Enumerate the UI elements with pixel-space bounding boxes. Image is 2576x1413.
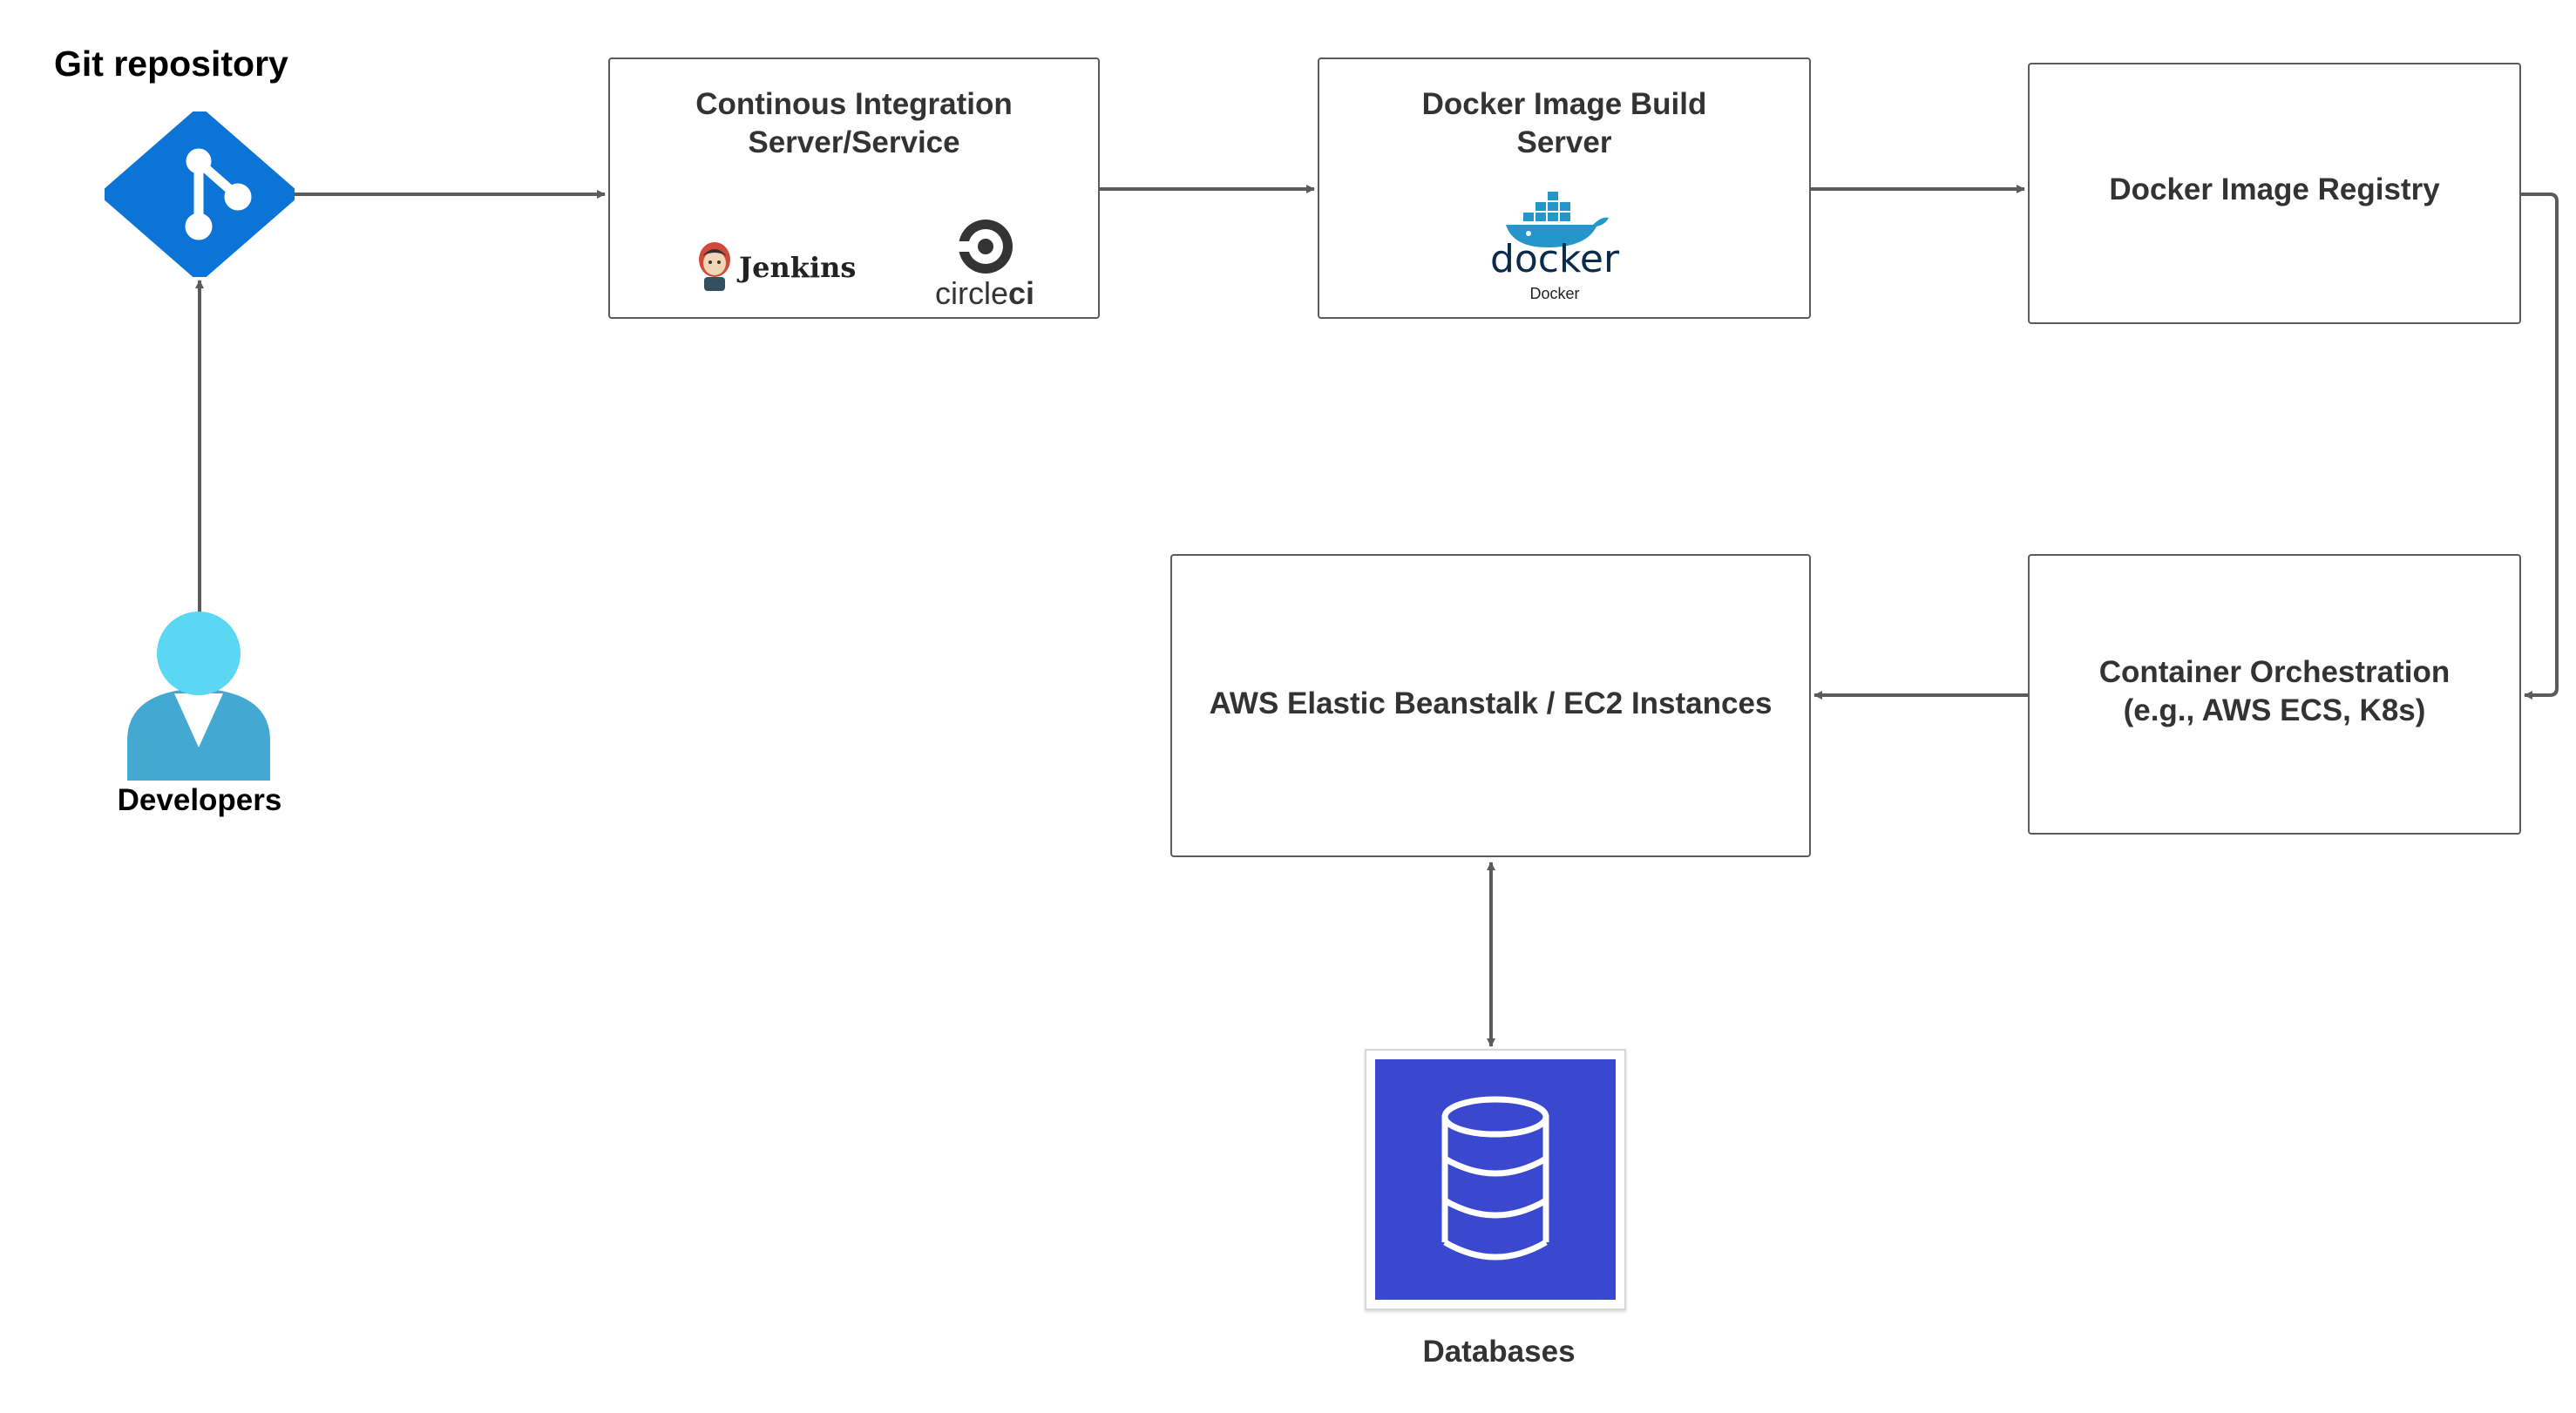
aws-beanstalk-box[interactable]: AWS Elastic Beanstalk / EC2 Instances — [1170, 554, 1811, 857]
database-icon — [1441, 1096, 1549, 1261]
circleci-label-bold: ci — [1007, 275, 1035, 311]
jenkins-icon — [699, 242, 730, 291]
docker-registry-box[interactable]: Docker Image Registry — [2028, 63, 2521, 324]
docker-wordmark: docker — [1489, 237, 1620, 281]
git-repository-title: Git repository — [54, 44, 288, 84]
circleci-label-light: circle — [934, 275, 1008, 311]
git-icon[interactable] — [100, 107, 299, 281]
jenkins-logo: Jenkins — [695, 240, 870, 294]
user-icon — [124, 610, 274, 781]
developers-label: Developers — [117, 783, 282, 817]
databases-label: Databases — [1422, 1335, 1576, 1369]
docker-build-title: Docker Image Build Server — [1421, 87, 1707, 159]
container-orchestration-title: Container Orchestration (e.g., AWS ECS, … — [2098, 655, 2451, 727]
ci-server-box[interactable]: Continous Integration Server/Service Jen… — [608, 57, 1100, 319]
docker-whale-icon — [1506, 192, 1609, 247]
edge-registry-to-orchestration — [2521, 193, 2559, 700]
circleci-icon — [955, 220, 1013, 274]
aws-beanstalk-title: AWS Elastic Beanstalk / EC2 Instances — [1209, 686, 1773, 720]
docker-registry-title: Docker Image Registry — [2109, 172, 2440, 206]
jenkins-label: Jenkins — [739, 251, 857, 284]
container-orchestration-box[interactable]: Container Orchestration (e.g., AWS ECS, … — [2028, 554, 2521, 835]
database-tile[interactable] — [1365, 1049, 1626, 1310]
ci-server-title: Continous Integration Server/Service — [695, 87, 1013, 159]
circleci-logo: circleci — [906, 216, 1063, 311]
docker-caption: Docker — [1529, 285, 1580, 302]
docker-build-box[interactable]: Docker Image Build Server docker Docker — [1318, 57, 1811, 319]
